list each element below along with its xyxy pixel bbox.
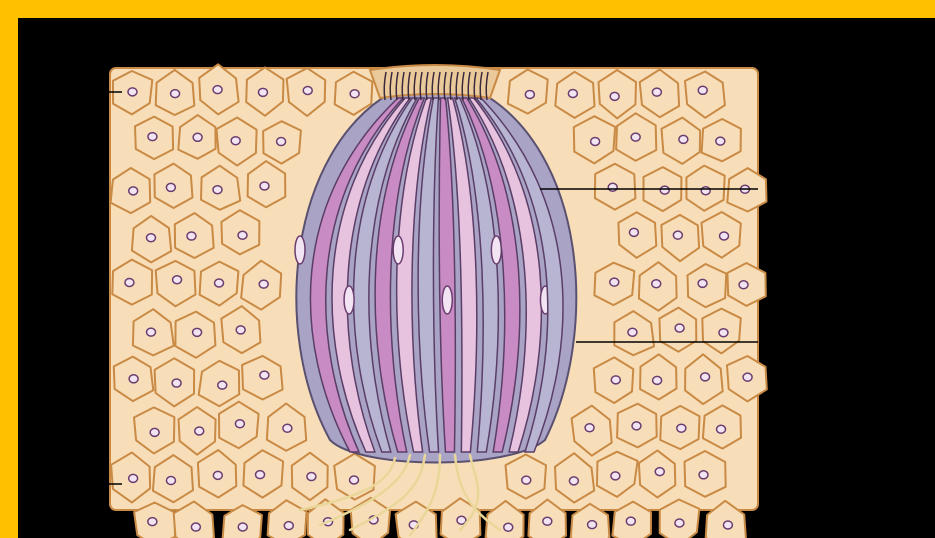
cell-nucleus bbox=[543, 517, 552, 525]
cell-nucleus bbox=[213, 86, 222, 94]
cell-nucleus bbox=[238, 231, 247, 239]
cell-nucleus bbox=[653, 376, 662, 384]
cell-nucleus bbox=[238, 523, 247, 531]
cell-nucleus bbox=[743, 373, 752, 381]
taste-cell-nucleus bbox=[295, 236, 305, 264]
cell-nucleus bbox=[701, 187, 710, 195]
cell-nucleus bbox=[307, 473, 316, 481]
cell-nucleus bbox=[628, 328, 637, 336]
cell-nucleus bbox=[652, 88, 661, 96]
cell-nucleus bbox=[218, 381, 227, 389]
cell-nucleus bbox=[679, 135, 688, 143]
cell-nucleus bbox=[698, 86, 707, 94]
cell-nucleus bbox=[720, 232, 729, 240]
cell-nucleus bbox=[283, 424, 292, 432]
cell-nucleus bbox=[723, 521, 732, 529]
cell-nucleus bbox=[129, 474, 138, 482]
cell-nucleus bbox=[191, 523, 200, 531]
cell-nucleus bbox=[193, 133, 202, 141]
cell-nucleus bbox=[717, 425, 726, 433]
cell-nucleus bbox=[739, 281, 748, 289]
cell-nucleus bbox=[303, 87, 312, 95]
cell-nucleus bbox=[701, 373, 710, 381]
cell-nucleus bbox=[632, 422, 641, 430]
cell-nucleus bbox=[258, 88, 267, 96]
cell-nucleus bbox=[591, 137, 600, 145]
cell-nucleus bbox=[147, 328, 156, 336]
cell-nucleus bbox=[457, 516, 466, 524]
taste-cell-nucleus bbox=[344, 286, 354, 314]
cell-nucleus bbox=[610, 92, 619, 100]
cell-nucleus bbox=[235, 420, 244, 428]
cell-nucleus bbox=[655, 468, 664, 476]
cell-nucleus bbox=[611, 376, 620, 384]
cell-nucleus bbox=[585, 424, 594, 432]
cell-nucleus bbox=[260, 371, 269, 379]
cell-nucleus bbox=[673, 231, 682, 239]
cell-nucleus bbox=[568, 90, 577, 98]
cell-nucleus bbox=[213, 471, 222, 479]
frame-border-top bbox=[0, 0, 935, 18]
cell-nucleus bbox=[350, 90, 359, 98]
cell-nucleus bbox=[128, 88, 137, 96]
cell-nucleus bbox=[146, 234, 155, 242]
cell-nucleus bbox=[187, 232, 196, 240]
cell-nucleus bbox=[148, 133, 157, 141]
cell-nucleus bbox=[608, 183, 617, 191]
cell-nucleus bbox=[284, 522, 293, 530]
cell-nucleus bbox=[277, 138, 286, 146]
cell-nucleus bbox=[171, 90, 180, 98]
cell-nucleus bbox=[504, 523, 513, 531]
taste-cell-nucleus bbox=[393, 236, 403, 264]
cell-nucleus bbox=[629, 228, 638, 236]
cell-nucleus bbox=[675, 519, 684, 527]
cell-nucleus bbox=[260, 182, 269, 190]
cell-nucleus bbox=[652, 280, 661, 288]
cell-nucleus bbox=[675, 324, 684, 332]
cell-nucleus bbox=[215, 279, 224, 287]
cell-nucleus bbox=[166, 183, 175, 191]
cell-nucleus bbox=[129, 187, 138, 195]
cell-nucleus bbox=[231, 137, 240, 145]
cell-nucleus bbox=[569, 477, 578, 485]
cell-nucleus bbox=[129, 375, 138, 383]
cell-nucleus bbox=[193, 328, 202, 336]
cell-nucleus bbox=[166, 477, 175, 485]
cell-nucleus bbox=[631, 133, 640, 141]
cell-nucleus bbox=[626, 517, 635, 525]
cell-nucleus bbox=[259, 280, 268, 288]
cell-nucleus bbox=[236, 326, 245, 334]
cell-nucleus bbox=[125, 278, 134, 286]
cell-nucleus bbox=[350, 476, 359, 484]
cell-nucleus bbox=[677, 424, 686, 432]
cell-nucleus bbox=[611, 472, 620, 480]
cell-nucleus bbox=[522, 476, 531, 484]
cell-nucleus bbox=[716, 137, 725, 145]
cell-nucleus bbox=[588, 521, 597, 529]
cell-nucleus bbox=[610, 278, 619, 286]
cell-nucleus bbox=[699, 471, 708, 479]
cell-nucleus bbox=[213, 186, 222, 194]
cell-nucleus bbox=[698, 279, 707, 287]
frame-border-left bbox=[0, 0, 18, 538]
cell-nucleus bbox=[256, 471, 265, 479]
cell-nucleus bbox=[719, 329, 728, 337]
cell-nucleus bbox=[195, 427, 204, 435]
cell-nucleus bbox=[150, 428, 159, 436]
cell-nucleus bbox=[173, 276, 182, 284]
taste-cell-nucleus bbox=[442, 286, 452, 314]
cell-nucleus bbox=[525, 90, 534, 98]
cell-nucleus bbox=[660, 186, 669, 194]
cell-nucleus bbox=[148, 518, 157, 526]
cell-nucleus bbox=[172, 379, 181, 387]
